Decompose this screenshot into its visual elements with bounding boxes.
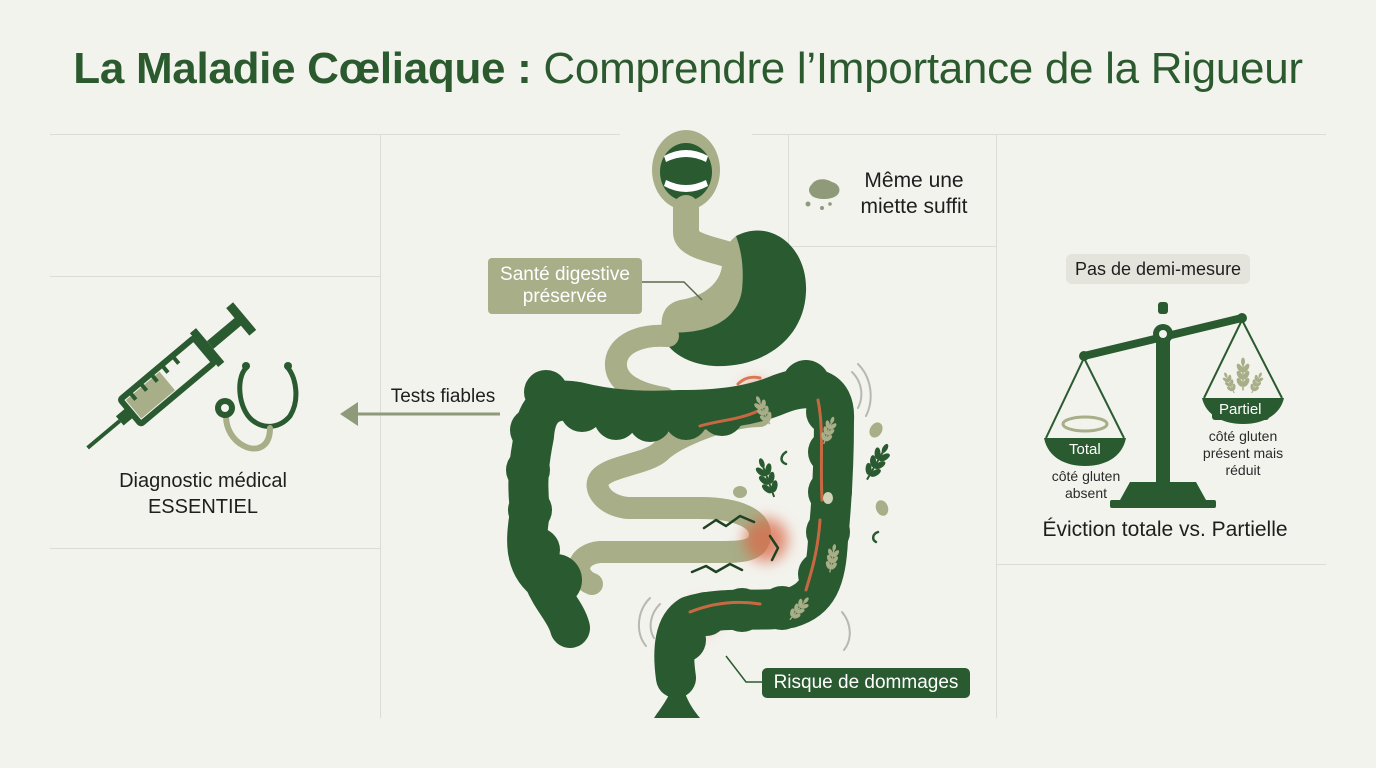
grid-line <box>788 134 789 246</box>
total-desc-line1: côté gluten <box>1051 468 1121 484</box>
total-desc-line2: absent <box>1064 485 1108 501</box>
diagnostic-line1: Diagnostic médical <box>119 470 287 492</box>
total-tag: Total <box>1062 440 1108 460</box>
grid-line <box>380 134 381 718</box>
mouth-icon <box>652 130 720 210</box>
eviction-label: Éviction totale vs. Partielle <box>1042 518 1288 541</box>
partiel-desc-line1: côté gluten <box>1208 428 1278 444</box>
tests-label: Tests fiables <box>390 386 496 407</box>
stethoscope-icon <box>215 362 299 452</box>
syringe-icon <box>86 302 257 450</box>
partiel-desc: côté gluten présent mais réduit <box>1192 428 1294 479</box>
miette-line1: Même une <box>864 169 964 192</box>
small-intestine <box>605 324 679 409</box>
sante-line2: préservée <box>522 286 608 307</box>
arrow-left-icon <box>340 402 500 426</box>
partiel-desc-line3: réduit <box>1225 462 1261 478</box>
miette-label: Même une miette suffit <box>846 168 982 220</box>
title-bold: La Maladie Cœliaque : <box>73 44 532 93</box>
risque-label: Risque de dommages <box>762 668 970 698</box>
partiel-tag: Partiel <box>1212 400 1269 420</box>
small-intestine-loops <box>568 405 771 595</box>
grid-line <box>752 134 1326 135</box>
page-title: La Maladie Cœliaque : Comprendre l’Impor… <box>0 44 1376 94</box>
sante-line1: Santé digestive <box>500 264 630 285</box>
grid-line <box>50 276 380 277</box>
sante-label: Santé digestive préservée <box>488 258 642 314</box>
title-regular: Comprendre l’Importance de la Rigueur <box>531 44 1303 93</box>
diagnostic-line2: ESSENTIEL <box>147 496 259 518</box>
crumb-icon <box>805 179 840 210</box>
grid-line <box>996 134 997 718</box>
grid-line <box>50 548 380 549</box>
miette-line2: miette suffit <box>860 195 968 218</box>
demi-mesure-label: Pas de demi-mesure <box>1066 254 1251 284</box>
total-desc: côté gluten absent <box>1036 468 1136 502</box>
partiel-desc-line2: présent mais <box>1202 445 1284 461</box>
grid-line <box>788 246 996 247</box>
grid-line <box>996 564 1326 565</box>
diagnostic-label: Diagnostic médical ESSENTIEL <box>70 468 336 520</box>
grid-line <box>50 134 620 135</box>
